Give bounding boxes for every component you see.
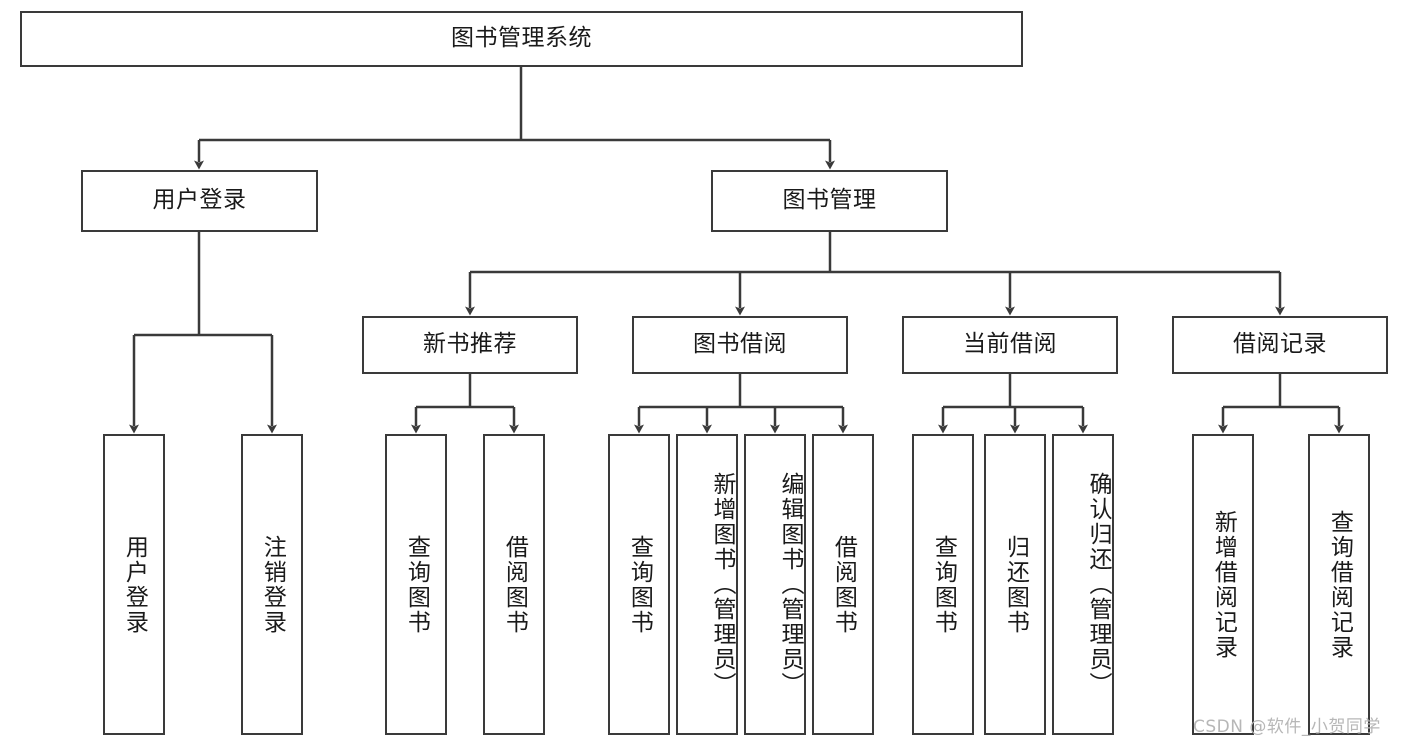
node-leaf-return-book[interactable]: 归还图书 <box>984 434 1046 735</box>
node-new-book-recommend[interactable]: 新书推荐 <box>362 316 578 374</box>
node-leaf-borrow-book-recommend[interactable]: 借阅图书 <box>483 434 545 735</box>
node-root[interactable]: 图书管理系统 <box>20 11 1023 67</box>
node-leaf-query-book-recommend-label: 查询图书 <box>403 534 430 635</box>
node-root-label: 图书管理系统 <box>451 25 592 52</box>
node-leaf-edit-book-label: 编辑图书（管理员） <box>777 472 803 697</box>
node-leaf-borrow-book-recommend-label: 借阅图书 <box>501 534 528 635</box>
node-leaf-add-borrow-record-label: 新增借阅记录 <box>1210 509 1237 660</box>
node-book-management-label: 图书管理 <box>782 187 877 214</box>
node-leaf-borrow-book[interactable]: 借阅图书 <box>812 434 874 735</box>
node-leaf-user-login[interactable]: 用户登录 <box>103 434 165 735</box>
node-leaf-confirm-return-label: 确认归还（管理员） <box>1085 472 1111 697</box>
node-leaf-query-book-current[interactable]: 查询图书 <box>912 434 974 735</box>
node-borrow-record[interactable]: 借阅记录 <box>1172 316 1388 374</box>
node-leaf-add-book-label: 新增图书（管理员） <box>709 472 735 697</box>
node-leaf-confirm-return[interactable]: 确认归还（管理员） <box>1052 434 1114 735</box>
node-leaf-query-book-recommend[interactable]: 查询图书 <box>385 434 447 735</box>
node-leaf-edit-book[interactable]: 编辑图书（管理员） <box>744 434 806 735</box>
watermark: CSDN @软件_小贺同学 <box>1193 717 1381 737</box>
node-user-login-label: 用户登录 <box>152 187 247 214</box>
node-leaf-user-login-label: 用户登录 <box>121 534 148 635</box>
node-leaf-query-borrow-record-label: 查询借阅记录 <box>1326 509 1353 660</box>
node-leaf-query-borrow-record[interactable]: 查询借阅记录 <box>1308 434 1370 735</box>
node-book-management[interactable]: 图书管理 <box>711 170 948 232</box>
node-leaf-query-book-borrow-label: 查询图书 <box>626 534 653 635</box>
node-user-login[interactable]: 用户登录 <box>81 170 318 232</box>
node-leaf-borrow-book-label: 借阅图书 <box>830 534 857 635</box>
node-book-borrow-label: 图书借阅 <box>693 331 787 358</box>
node-leaf-add-borrow-record[interactable]: 新增借阅记录 <box>1192 434 1254 735</box>
node-new-book-recommend-label: 新书推荐 <box>423 331 517 358</box>
node-book-borrow[interactable]: 图书借阅 <box>632 316 848 374</box>
node-leaf-query-book-borrow[interactable]: 查询图书 <box>608 434 670 735</box>
node-leaf-add-book[interactable]: 新增图书（管理员） <box>676 434 738 735</box>
node-borrow-record-label: 借阅记录 <box>1233 331 1327 358</box>
node-leaf-logout[interactable]: 注销登录 <box>241 434 303 735</box>
node-leaf-query-book-current-label: 查询图书 <box>930 534 957 635</box>
node-current-borrow-label: 当前借阅 <box>963 331 1057 358</box>
node-leaf-return-book-label: 归还图书 <box>1002 534 1029 635</box>
node-current-borrow[interactable]: 当前借阅 <box>902 316 1118 374</box>
node-leaf-logout-label: 注销登录 <box>259 534 286 635</box>
